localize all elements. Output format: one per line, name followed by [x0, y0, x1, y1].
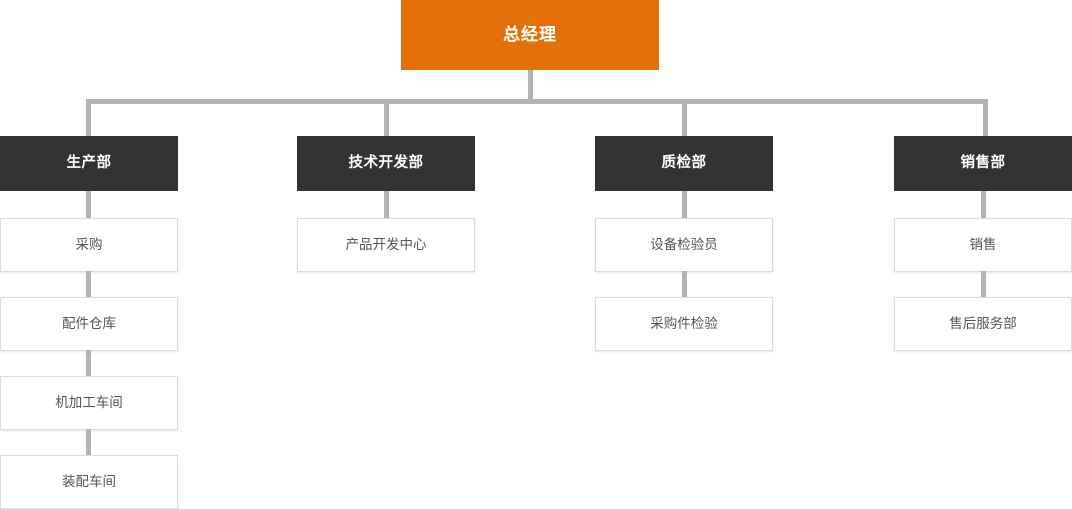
connector-horizontal-bus	[86, 99, 988, 104]
org-node-dept-3[interactable]: 质检部	[595, 136, 773, 191]
org-node-dept-3-child-2-label: 采购件检验	[650, 315, 718, 331]
org-node-dept-4-child-2[interactable]: 售后服务部	[894, 297, 1072, 351]
org-node-dept-1-label: 生产部	[66, 154, 112, 171]
org-node-dept-3-child-1[interactable]: 设备检验员	[595, 218, 773, 272]
org-node-dept-1-child-1-label: 采购	[75, 236, 103, 252]
org-node-root-label: 总经理	[503, 24, 557, 44]
org-node-dept-1-child-3[interactable]: 机加工车间	[0, 376, 178, 430]
org-node-dept-2-child-1-label: 产品开发中心	[345, 236, 427, 252]
connector-dept-1-to-child-4	[86, 429, 91, 457]
connector-drop-dept-2	[384, 99, 389, 139]
org-node-dept-4[interactable]: 销售部	[894, 136, 1072, 191]
org-node-dept-1-child-1[interactable]: 采购	[0, 218, 178, 272]
org-node-dept-1-child-2[interactable]: 配件仓库	[0, 297, 178, 351]
org-node-dept-1-child-4-label: 装配车间	[62, 473, 116, 489]
org-node-dept-4-child-2-label: 售后服务部	[949, 315, 1017, 331]
connector-root-stem	[528, 70, 533, 104]
connector-drop-dept-1	[86, 99, 91, 139]
org-node-dept-1[interactable]: 生产部	[0, 136, 178, 191]
org-node-root[interactable]: 总经理	[401, 0, 659, 70]
org-node-dept-4-child-1[interactable]: 销售	[894, 218, 1072, 272]
connector-dept-3-to-child-2	[682, 271, 687, 299]
org-node-dept-1-child-3-label: 机加工车间	[55, 394, 123, 410]
org-node-dept-2[interactable]: 技术开发部	[297, 136, 475, 191]
org-node-dept-4-label: 销售部	[960, 154, 1006, 171]
org-node-dept-2-child-1[interactable]: 产品开发中心	[297, 218, 475, 272]
connector-dept-1-to-child-1	[86, 191, 91, 219]
org-node-dept-2-label: 技术开发部	[348, 154, 424, 171]
connector-dept-4-to-child-2	[981, 271, 986, 299]
connector-dept-4-to-child-1	[981, 191, 986, 219]
org-node-dept-3-child-1-label: 设备检验员	[650, 236, 718, 252]
org-node-dept-1-child-4[interactable]: 装配车间	[0, 455, 178, 509]
connector-dept-1-to-child-2	[86, 271, 91, 299]
connector-drop-dept-3	[682, 99, 687, 139]
org-node-dept-1-child-2-label: 配件仓库	[62, 315, 116, 331]
org-node-dept-3-child-2[interactable]: 采购件检验	[595, 297, 773, 351]
connector-dept-2-to-child-1	[384, 191, 389, 219]
connector-drop-dept-4	[983, 99, 988, 139]
org-node-dept-3-label: 质检部	[661, 154, 707, 171]
connector-dept-1-to-child-3	[86, 350, 91, 378]
org-node-dept-4-child-1-label: 销售	[969, 236, 997, 252]
connector-dept-3-to-child-1	[682, 191, 687, 219]
